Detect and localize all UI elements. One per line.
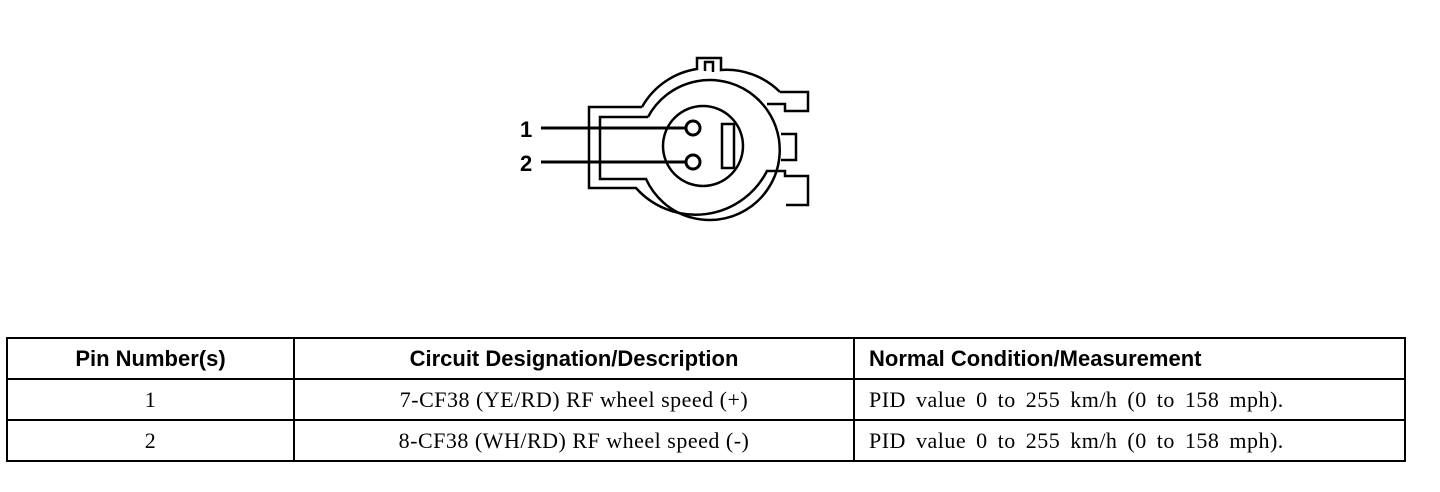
cell-pin: 1 <box>6 378 295 421</box>
pin-1-terminal <box>684 119 702 137</box>
pin-table: Pin Number(s) Circuit Designation/Descri… <box>6 337 1406 462</box>
pin-2-label: 2 <box>520 151 532 176</box>
pin-1-label: 1 <box>520 117 532 142</box>
cell-circuit: 7-CF38 (YE/RD) RF wheel speed (+) <box>293 378 855 421</box>
table-row: 2 8-CF38 (WH/RD) RF wheel speed (-) PID … <box>6 419 1406 462</box>
cell-condition: PID value 0 to 255 km/h (0 to 158 mph). <box>853 419 1406 462</box>
cell-condition: PID value 0 to 255 km/h (0 to 158 mph). <box>853 378 1406 421</box>
blade-slot <box>720 122 736 170</box>
table-row: 1 7-CF38 (YE/RD) RF wheel speed (+) PID … <box>6 378 1406 421</box>
header-condition: Normal Condition/Measurement <box>853 337 1406 380</box>
table-header-row: Pin Number(s) Circuit Designation/Descri… <box>6 337 1406 380</box>
header-pin-number: Pin Number(s) <box>6 337 295 380</box>
header-circuit: Circuit Designation/Description <box>293 337 855 380</box>
connector-housing-inner <box>598 78 781 222</box>
cell-circuit: 8-CF38 (WH/RD) RF wheel speed (-) <box>293 419 855 462</box>
pin-2-terminal <box>684 153 702 171</box>
connector-housing-outline <box>587 56 810 216</box>
connector-side-tab <box>781 132 798 162</box>
connector-diagram: 1 2 <box>520 56 810 222</box>
connector-latch <box>703 60 715 72</box>
terminal-cavity <box>661 104 745 188</box>
cell-pin: 2 <box>6 419 295 462</box>
